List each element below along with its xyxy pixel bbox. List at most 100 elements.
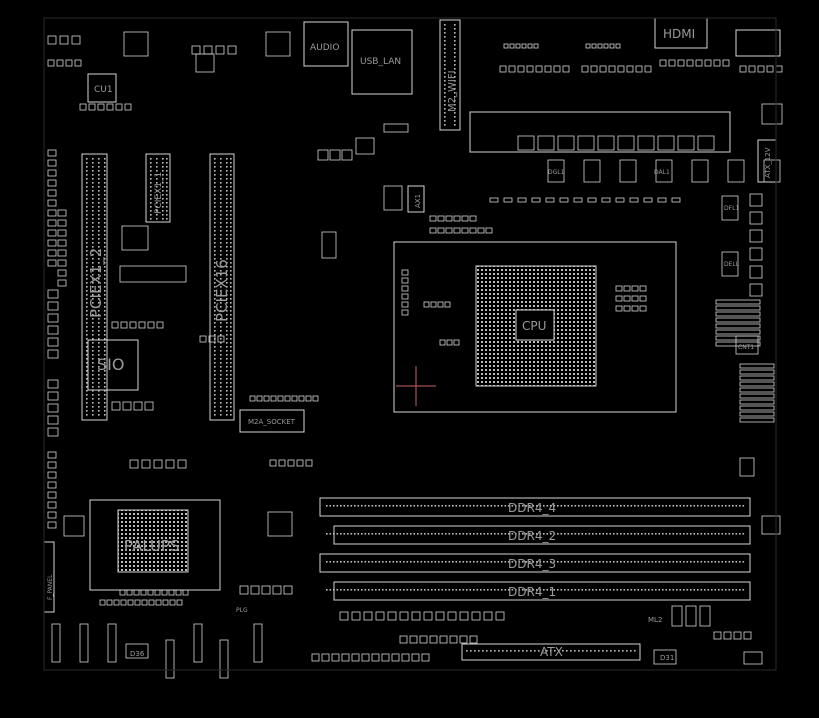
pciex16-pin — [230, 202, 232, 204]
vrm-passive — [671, 197, 681, 203]
pciex1-pin — [104, 278, 106, 280]
pciex16-pin — [230, 198, 232, 200]
atx-pin — [614, 650, 616, 652]
pciex16-pin — [226, 214, 228, 216]
pciex1-1-pin — [166, 190, 168, 192]
pciex1-pin — [92, 322, 94, 324]
atx-pin — [514, 650, 516, 652]
ddr4-pin — [497, 589, 500, 591]
pciex16-pin — [220, 330, 222, 332]
m2-wifi-slot-outline — [439, 19, 461, 131]
ddr4-pin — [578, 505, 580, 507]
ddr4-pin — [658, 533, 661, 535]
label-cnt1: CNT1 — [738, 344, 754, 351]
ddr4-pin — [623, 561, 626, 563]
pciex16-pin — [220, 242, 222, 244]
pciex16-pin — [214, 370, 216, 372]
ddr4-pin — [627, 561, 629, 563]
pciex1-pin — [92, 282, 94, 284]
pciex16-pin — [226, 310, 228, 312]
ddr4-pin — [473, 561, 475, 563]
pciex1-pin — [104, 282, 106, 284]
ddr4-pin — [378, 505, 381, 507]
ddr4-pin — [718, 533, 720, 535]
ddr4-pin — [721, 589, 724, 591]
atx-pin — [542, 650, 544, 652]
label-pciex1-1: PCIEX1_1 — [154, 172, 164, 214]
pciex1-pin — [86, 290, 88, 292]
ddr4-pin — [476, 533, 479, 535]
m2-wifi-pin — [444, 24, 446, 26]
pciex16-pin — [226, 178, 228, 180]
pciex1-pin — [92, 186, 94, 188]
pciex16-pin — [226, 250, 228, 252]
pciex16-pin — [214, 278, 216, 280]
ddr4-pin — [371, 589, 374, 591]
pciex16-pin — [214, 346, 216, 348]
m2-wifi-pin — [454, 104, 456, 106]
pciex16-pin — [230, 274, 232, 276]
sio-passive — [111, 401, 121, 411]
pciex1-pin — [98, 374, 100, 376]
pciex16-pin — [230, 170, 232, 172]
pciex16-pin — [214, 230, 216, 232]
ddr4-pin — [620, 561, 622, 563]
m2-wifi-pin — [454, 116, 456, 118]
pciex1-pin — [104, 374, 106, 376]
pciex1-pin — [86, 330, 88, 332]
ddr4-pin — [651, 561, 654, 563]
pciex16-pin — [226, 286, 228, 288]
ddr4-pin — [417, 561, 419, 563]
ddr4-pin — [725, 561, 727, 563]
ddr4-pin — [448, 533, 451, 535]
atx-pin — [486, 650, 488, 652]
pciex16-pin — [226, 346, 228, 348]
pciex16-pin — [230, 326, 232, 328]
left-header — [47, 301, 59, 311]
label-palups: PALUPS — [124, 537, 180, 555]
m2-wifi-pin — [444, 32, 446, 34]
atx-pin — [634, 650, 636, 652]
pciex16-pin — [214, 202, 216, 204]
chipset-passive — [134, 599, 141, 606]
pciex1-pin — [92, 314, 94, 316]
pciex16-pin — [214, 270, 216, 272]
vrm-passive — [531, 197, 541, 203]
ddr4-pin — [490, 533, 493, 535]
pciex1-pin — [92, 170, 94, 172]
vrm-inductor — [577, 135, 595, 151]
pciex1-1-pin — [162, 218, 164, 220]
cpu-passive — [477, 227, 485, 234]
cu1-passive — [97, 103, 105, 111]
pciex1-pin — [92, 354, 94, 356]
chipset-passive — [106, 599, 113, 606]
generated-components — [47, 24, 783, 679]
ddr4-pin — [560, 505, 563, 507]
m2-wifi-pin — [454, 60, 456, 62]
pcie-area-passive — [217, 335, 225, 343]
ddr4-pin — [613, 505, 615, 507]
pciex16-pin — [220, 266, 222, 268]
m2-wifi-pin — [454, 64, 456, 66]
pciex16-pin — [214, 182, 216, 184]
ddr4-pin — [427, 589, 430, 591]
label-ddr4-2: DDR4_2 — [508, 529, 556, 543]
vrm-inductor — [597, 135, 615, 151]
cpu-passive — [639, 295, 647, 302]
pciex16-pin — [230, 226, 232, 228]
ddr4-pin — [361, 533, 363, 535]
pciex1-pin — [104, 210, 106, 212]
right-resistor-bank — [739, 393, 775, 399]
pciex1-pin — [104, 202, 106, 204]
ddr4-pin — [669, 505, 671, 507]
atx-pin — [470, 650, 472, 652]
pciex1-pin — [98, 246, 100, 248]
ddr4-pin — [546, 561, 549, 563]
pciex1-pin — [92, 166, 94, 168]
pciex1-1-pin — [166, 198, 168, 200]
pciex1-pin — [104, 162, 106, 164]
pciex1-1-pin — [150, 202, 152, 204]
pciex1-pin — [98, 226, 100, 228]
ddr4-pin — [525, 505, 528, 507]
ddr4-pin — [606, 561, 608, 563]
